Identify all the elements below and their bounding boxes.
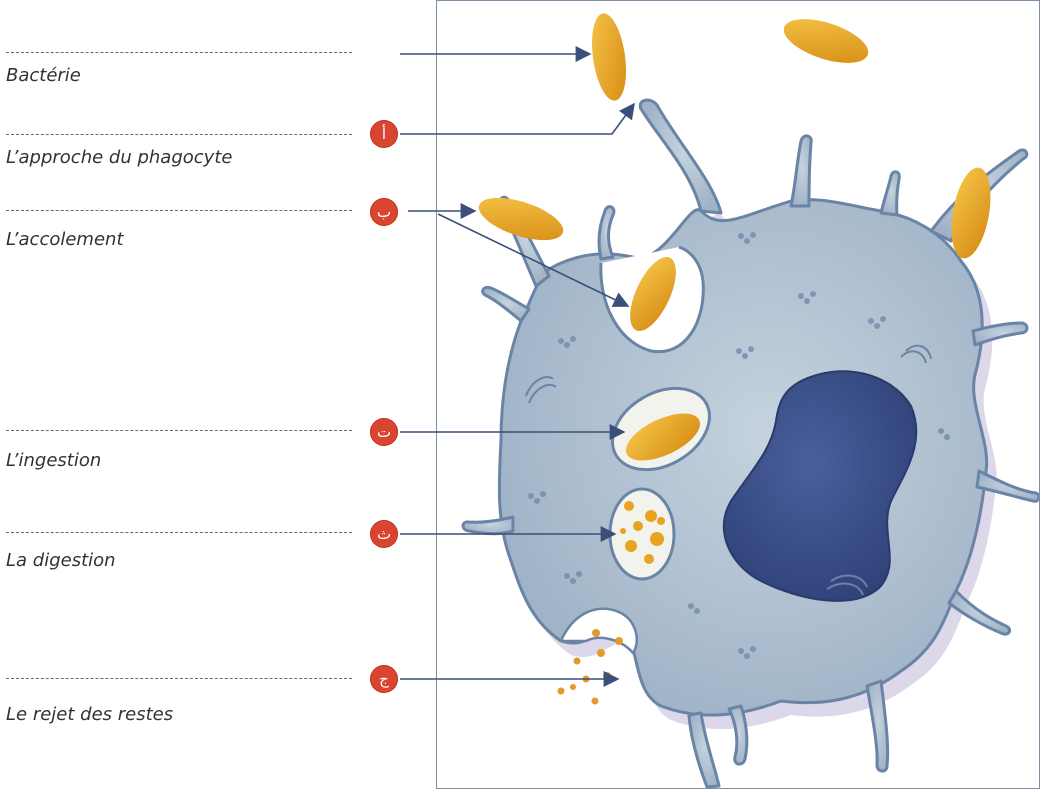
marker-th: ث (370, 520, 398, 548)
phagolysosome (610, 489, 674, 579)
dashed-line-bacterie (6, 52, 352, 53)
label-accolement: L’accolement (6, 229, 124, 250)
marker-j: ج (370, 665, 398, 693)
dashed-line-digestion (6, 532, 352, 533)
phagocyte-figure (436, 0, 1040, 789)
label-rejet: Le rejet des restes (6, 704, 173, 725)
bacterium-top-left (587, 11, 631, 103)
dashed-line-ingestion (6, 430, 352, 431)
marker-b: ب (370, 198, 398, 226)
marker-t: ت (370, 418, 398, 446)
label-ingestion: L’ingestion (6, 450, 101, 471)
label-digestion: La digestion (6, 550, 116, 571)
label-approche: L’approche du phagocyte (6, 147, 232, 168)
dashed-line-accolement (6, 210, 352, 211)
label-bacterie: Bactérie (6, 65, 81, 86)
dashed-line-approche (6, 134, 352, 135)
dashed-line-rejet (6, 678, 352, 679)
marker-a: أ (370, 120, 398, 148)
bacterium-top-right (779, 10, 874, 71)
phagocyte-illustration (437, 1, 1040, 789)
